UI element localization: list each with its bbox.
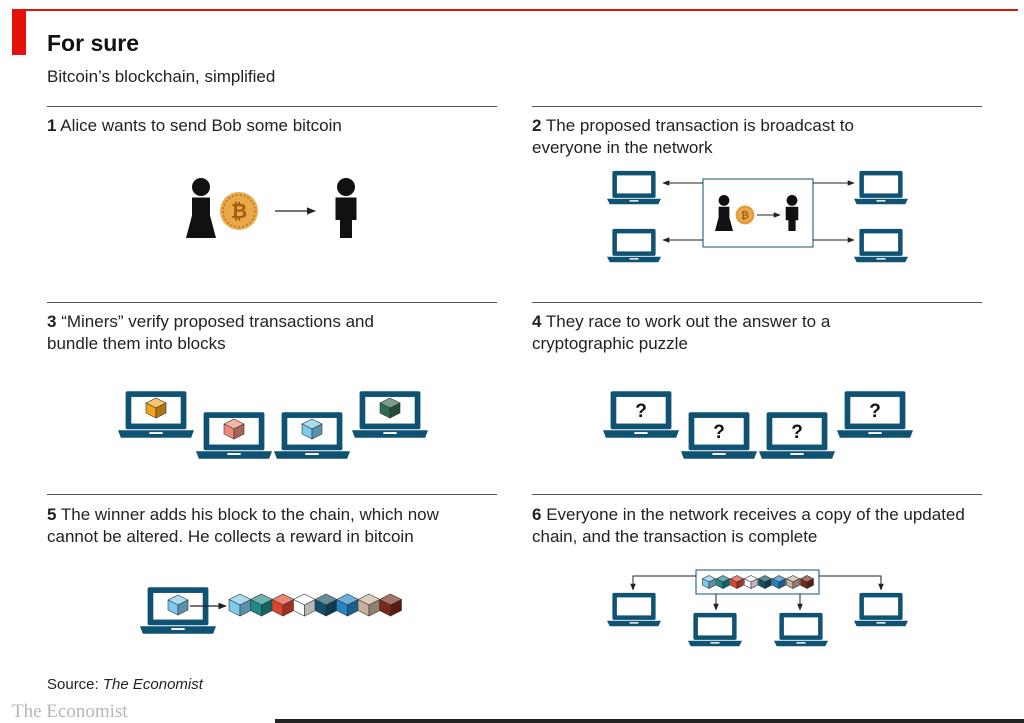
source-label: Source: <box>47 676 99 693</box>
block-cube-icon <box>223 418 245 440</box>
laptop-icon <box>854 592 908 627</box>
step-1-illustration <box>186 178 357 238</box>
section-rule <box>532 494 982 495</box>
arrow-icon <box>819 575 884 591</box>
block-cube-icon <box>357 593 381 617</box>
block-cube-icon <box>271 593 295 617</box>
block-cube-icon <box>301 418 323 440</box>
chart-title: For sure <box>47 30 140 56</box>
bottom-bar <box>275 719 1024 723</box>
block-cube-icon <box>715 575 731 589</box>
block-cube-icon <box>799 575 815 589</box>
step-3-blocks <box>145 397 401 440</box>
step-text-line2: bundle them into blocks <box>47 334 226 353</box>
step-number: 2 <box>532 116 542 135</box>
question-mark-icon: ? <box>713 422 725 443</box>
block-cube-icon <box>228 593 252 617</box>
step-number: 3 <box>47 312 57 331</box>
block-cube-icon <box>743 575 759 589</box>
step-5-blocks <box>167 593 403 617</box>
source-value: The Economist <box>102 676 203 693</box>
section-rule <box>532 302 982 303</box>
question-mark-icon: ? <box>869 401 881 422</box>
laptop-icon <box>607 228 661 263</box>
brand-logo: The Economist <box>12 701 128 722</box>
block-cube-icon <box>292 593 317 617</box>
section-rule <box>47 494 497 495</box>
step-3-illustration <box>118 391 428 459</box>
step-number: 5 <box>47 505 57 524</box>
step-text-line2: cryptographic puzzle <box>532 334 688 353</box>
step-4-caption: 4 They race to work out the answer to a … <box>532 311 830 355</box>
step-text: “Miners” verify proposed transactions an… <box>61 312 374 331</box>
section-rule <box>47 302 497 303</box>
step-2-caption: 2 The proposed transaction is broadcast … <box>532 115 854 159</box>
block-cube-icon <box>378 593 403 617</box>
chart-subtitle: Bitcoin’s blockchain, simplified <box>47 67 276 86</box>
step-number: 1 <box>47 116 57 135</box>
step-2-illustration <box>607 170 908 263</box>
laptop-icon <box>774 612 828 647</box>
block-cube-icon <box>145 397 167 419</box>
step-text: Everyone in the network receives a copy … <box>546 505 965 524</box>
block-cube-icon <box>335 593 360 617</box>
step-text-line2: chain, and the transaction is complete <box>532 527 818 546</box>
step-number: 6 <box>532 505 542 524</box>
laptop-icon <box>607 592 661 627</box>
bob-icon <box>335 178 357 238</box>
step-6-blocks <box>701 575 815 589</box>
step-5-caption: 5 The winner adds his block to the chain… <box>47 504 439 548</box>
step-4-illustration <box>603 391 913 459</box>
laptop-icon <box>607 170 661 205</box>
alice-icon <box>186 178 216 238</box>
block-cube-icon <box>757 575 773 589</box>
question-mark-icon: ? <box>635 401 647 422</box>
block-cube-icon <box>167 594 189 616</box>
block-cube-icon <box>249 593 274 617</box>
bitcoin-icon <box>219 191 259 231</box>
block-cube-icon <box>729 575 745 589</box>
step-6-caption: 6 Everyone in the network receives a cop… <box>532 504 965 548</box>
bitcoin-icon <box>735 205 755 225</box>
step-number: 4 <box>532 312 542 331</box>
top-rule <box>12 9 1018 11</box>
step-text: They race to work out the answer to a <box>545 312 831 331</box>
source-note: Source: The Economist <box>47 676 203 693</box>
red-tag <box>12 9 26 55</box>
step-1-caption: 1 Alice wants to send Bob some bitcoin <box>47 115 342 137</box>
block-cube-icon <box>314 593 338 617</box>
laptop-icon <box>688 612 742 647</box>
block-cube-icon <box>785 575 801 589</box>
section-rule <box>532 106 982 107</box>
block-cube-icon <box>701 575 717 589</box>
block-cube-icon <box>379 397 401 419</box>
step-text-line2: everyone in the network <box>532 138 713 157</box>
arrow-icon <box>630 575 696 591</box>
step-5-illustration <box>140 587 227 634</box>
block-cube-icon <box>771 575 787 589</box>
step-text: The winner adds his block to the chain, … <box>60 505 439 524</box>
step-text: Alice wants to send Bob some bitcoin <box>60 116 342 135</box>
step-3-caption: 3 “Miners” verify proposed transactions … <box>47 311 374 355</box>
laptop-icon <box>854 228 908 263</box>
step-4-puzzles: ???? <box>635 401 881 443</box>
laptop-icon <box>854 170 908 205</box>
section-rule <box>47 106 497 107</box>
step-text: The proposed transaction is broadcast to <box>545 116 854 135</box>
question-mark-icon: ? <box>791 422 803 443</box>
step-text-line2: cannot be altered. He collects a reward … <box>47 527 414 546</box>
